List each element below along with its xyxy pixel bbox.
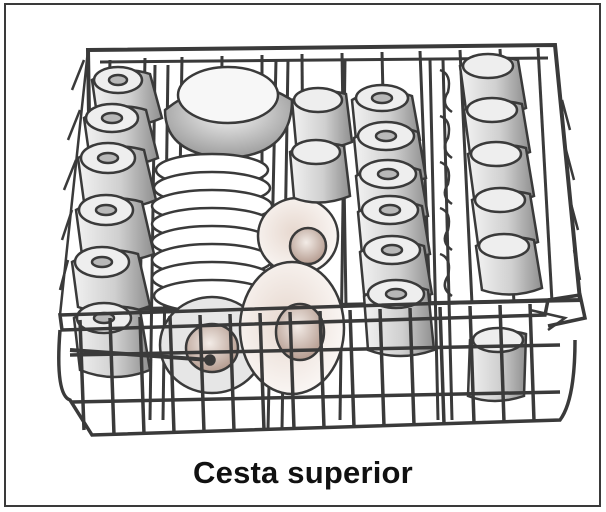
cup-icon: [466, 326, 528, 403]
plate-stack: [150, 152, 274, 395]
cups-right-shelf: [458, 52, 544, 403]
rack-front-wire: [57, 293, 588, 437]
cup-icon: [74, 193, 156, 263]
rack-side-wire: [58, 44, 582, 316]
cups-middle-left: [288, 86, 354, 204]
figure-caption: Cesta superior: [193, 455, 413, 490]
cup-icon: [288, 138, 352, 204]
bowl-icon: [163, 65, 294, 160]
plate-icon: [256, 196, 340, 276]
cup-icon: [70, 245, 152, 315]
cup-icon: [290, 86, 354, 150]
cup-icon: [470, 186, 540, 250]
cup-icon: [474, 232, 544, 296]
cups-left-column: [70, 65, 164, 379]
